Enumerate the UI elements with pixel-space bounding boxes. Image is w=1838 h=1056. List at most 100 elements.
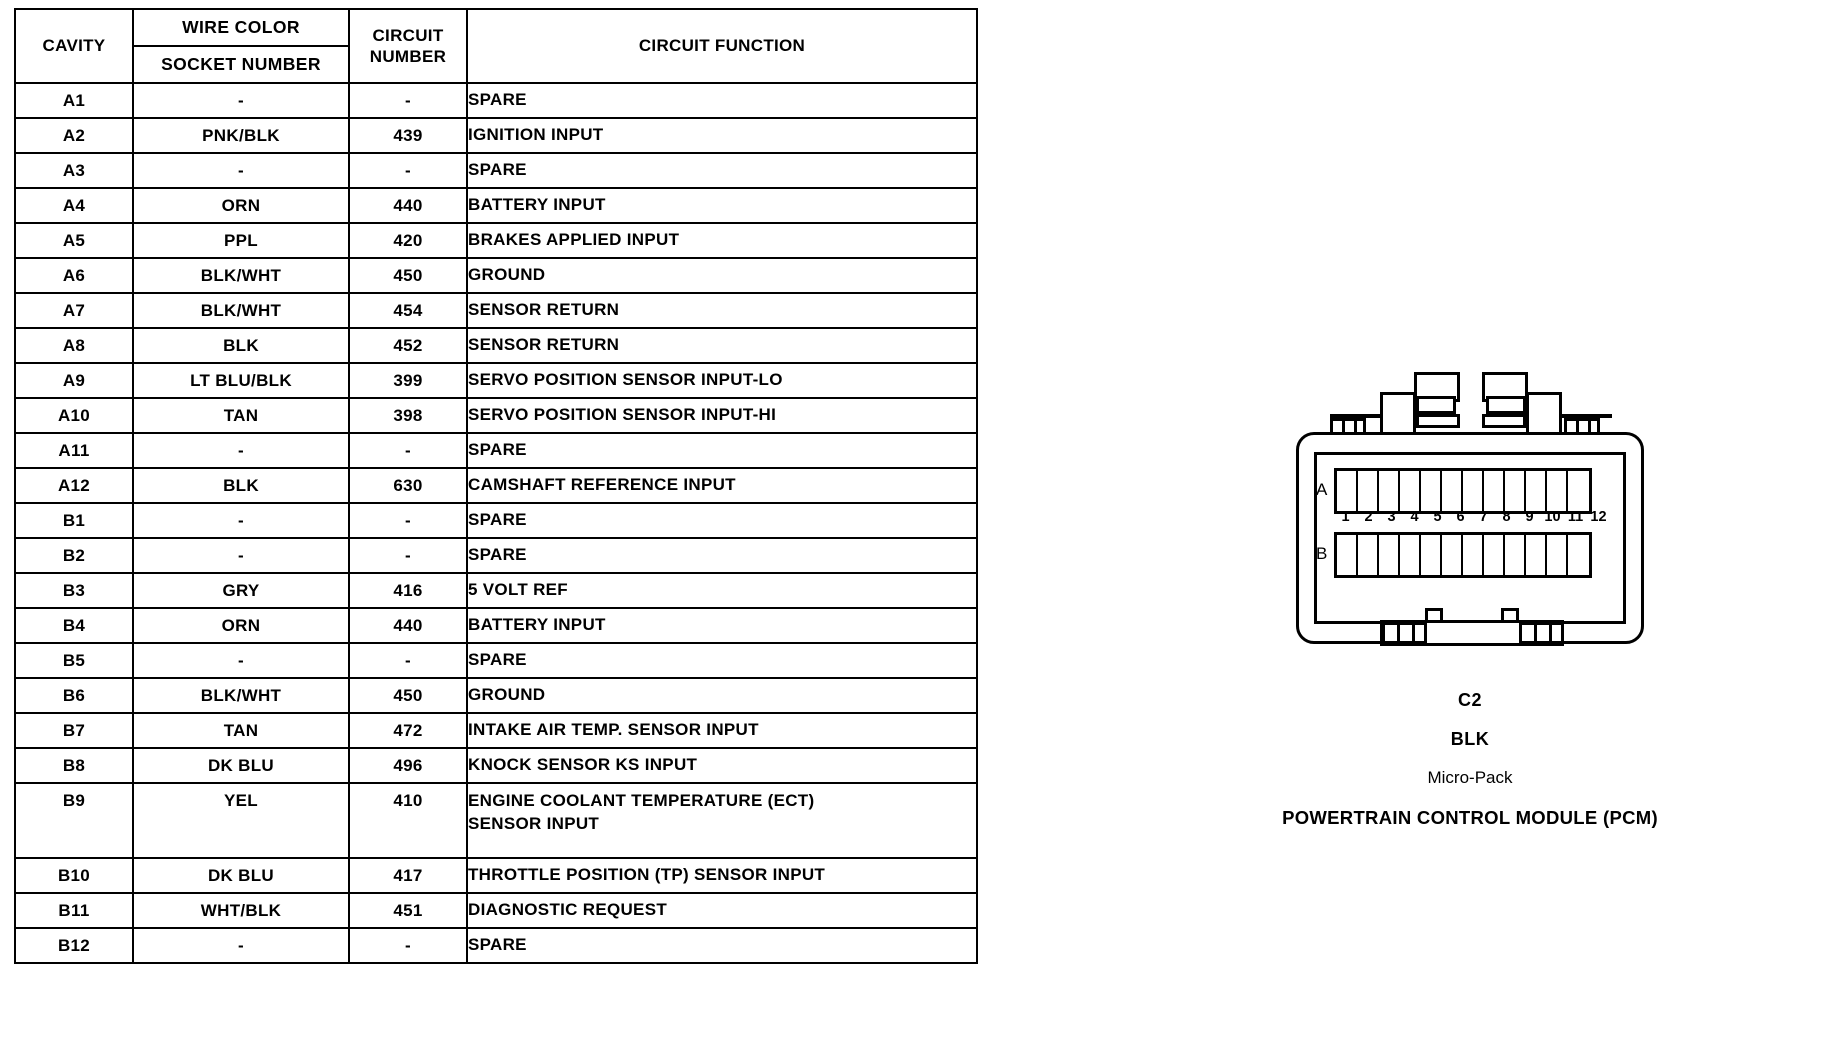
table-row: B5--SPARE: [14, 642, 978, 679]
cell-circuit-function: SPARE: [466, 152, 978, 189]
cell-wire-color: YEL: [132, 782, 350, 859]
connector-caption: C2 BLK Micro-Pack POWERTRAIN CONTROL MOD…: [1120, 691, 1820, 828]
circuit-function-line: SPARE: [468, 440, 527, 460]
cell-circuit-function: ENGINE COOLANT TEMPERATURE (ECT)SENSOR I…: [466, 782, 978, 859]
cell-cavity: B2: [14, 537, 134, 574]
table-row: A1--SPARE: [14, 82, 978, 119]
circuit-function-line: SPARE: [468, 650, 527, 670]
cell-circuit-function: IGNITION INPUT: [466, 117, 978, 154]
connector-pin-number: 9: [1525, 509, 1534, 525]
circuit-function-line: GROUND: [468, 685, 546, 705]
cell-wire-color: -: [132, 537, 350, 574]
cell-wire-color: DK BLU: [132, 857, 350, 894]
cell-circuit-number: 440: [348, 187, 468, 224]
tooth: [1412, 622, 1427, 644]
cell-cavity: A5: [14, 222, 134, 259]
header-circuit-number-line1: CIRCUIT: [372, 25, 444, 45]
connector-row-a-label: A: [1316, 480, 1328, 499]
cell-circuit-function: SPARE: [466, 432, 978, 469]
connector-pin: [1421, 471, 1442, 511]
connector-id-label: C2: [1457, 690, 1482, 710]
connector-pin: [1442, 535, 1463, 575]
tooth: [1534, 622, 1549, 644]
connector-bottom-teeth-right: [1519, 622, 1564, 644]
cell-circuit-function: SPARE: [466, 927, 978, 964]
cell-circuit-function: SPARE: [466, 82, 978, 119]
cell-wire-color: ORN: [132, 187, 350, 224]
cell-circuit-function: SPARE: [466, 502, 978, 539]
cell-circuit-function: KNOCK SENSOR KS INPUT: [466, 747, 978, 784]
circuit-function-line: BATTERY INPUT: [468, 195, 606, 215]
connector-pin-number: 10: [1544, 509, 1561, 525]
cell-circuit-number: 451: [348, 892, 468, 929]
cell-circuit-function: SPARE: [466, 537, 978, 574]
cell-cavity: B5: [14, 642, 134, 679]
connector-pin-number: 1: [1341, 509, 1350, 525]
circuit-function-line: ENGINE COOLANT TEMPERATURE (ECT): [468, 791, 815, 810]
connector-pin-row-b: [1334, 532, 1592, 578]
connector-bottom-teeth-left: [1382, 622, 1427, 644]
circuit-function-line: SPARE: [468, 160, 527, 180]
connector-tab-left: [1380, 392, 1416, 436]
cell-circuit-number: -: [348, 502, 468, 539]
connector-pin-number: 2: [1364, 509, 1373, 525]
cell-circuit-number: 416: [348, 572, 468, 609]
cell-wire-color: BLK/WHT: [132, 292, 350, 329]
circuit-function-line: IGNITION INPUT: [468, 125, 604, 145]
connector-pin-row-a: [1334, 468, 1592, 514]
cell-wire-color: TAN: [132, 397, 350, 434]
cell-cavity: B12: [14, 927, 134, 964]
cell-circuit-number: -: [348, 152, 468, 189]
cell-cavity: B7: [14, 712, 134, 749]
connector-module-label: POWERTRAIN CONTROL MODULE (PCM): [1282, 807, 1658, 828]
cell-wire-color: BLK/WHT: [132, 677, 350, 714]
tooth: [1549, 622, 1564, 644]
cell-circuit-function: INTAKE AIR TEMP. SENSOR INPUT: [466, 712, 978, 749]
cell-circuit-number: -: [348, 82, 468, 119]
connector-pin: [1505, 535, 1526, 575]
cell-circuit-function: SENSOR RETURN: [466, 327, 978, 364]
connector-pin: [1337, 471, 1358, 511]
circuit-function-line: GROUND: [468, 265, 546, 285]
connector-pin-number: 3: [1387, 509, 1396, 525]
cell-circuit-number: 398: [348, 397, 468, 434]
cell-cavity: B9: [14, 782, 134, 859]
cell-wire-color: DK BLU: [132, 747, 350, 784]
table-header: CAVITY WIRE COLOR SOCKET NUMBER CIRCUIT …: [14, 8, 978, 84]
cell-circuit-function: SERVO POSITION SENSOR INPUT-LO: [466, 362, 978, 399]
cell-circuit-number: 450: [348, 677, 468, 714]
cell-circuit-number: 439: [348, 117, 468, 154]
connector-pin: [1400, 471, 1421, 511]
connector-ledge-right: [1558, 414, 1612, 418]
cell-circuit-function: GROUND: [466, 257, 978, 294]
cell-circuit-function: BATTERY INPUT: [466, 187, 978, 224]
connector-pin: [1463, 471, 1484, 511]
cell-circuit-number: 420: [348, 222, 468, 259]
cell-cavity: B4: [14, 607, 134, 644]
circuit-function-line: INTAKE AIR TEMP. SENSOR INPUT: [468, 720, 759, 740]
table-row: A11--SPARE: [14, 432, 978, 469]
connector-pin: [1547, 471, 1568, 511]
cell-wire-color: -: [132, 502, 350, 539]
cell-cavity: A7: [14, 292, 134, 329]
tooth: [1519, 622, 1534, 644]
circuit-function-line: DIAGNOSTIC REQUEST: [468, 900, 668, 920]
cell-circuit-number: 630: [348, 467, 468, 504]
pinout-table-container: CAVITY WIRE COLOR SOCKET NUMBER CIRCUIT …: [14, 8, 978, 964]
cell-wire-color: BLK: [132, 467, 350, 504]
cell-wire-color: TAN: [132, 712, 350, 749]
circuit-function-line: SPARE: [468, 935, 527, 955]
connector-pin: [1484, 535, 1505, 575]
cell-wire-color: ORN: [132, 607, 350, 644]
